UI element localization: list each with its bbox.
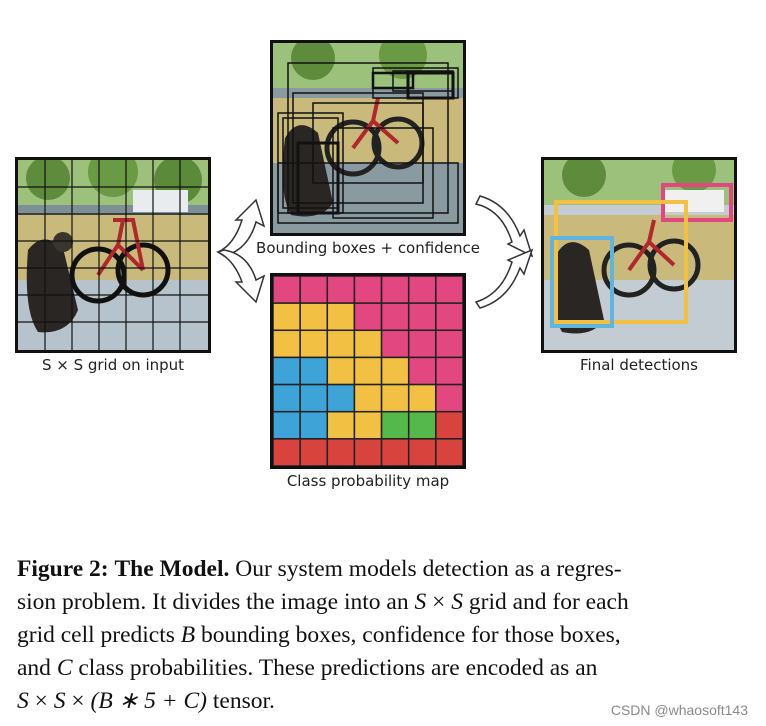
class-map-cell <box>435 383 463 413</box>
final-photo <box>544 160 734 350</box>
figure-caption: Figure 2: The Model. Our system models d… <box>17 553 739 718</box>
class-map-cell <box>299 276 329 304</box>
class-map-cell <box>353 276 383 304</box>
math-s-2: S <box>451 589 463 615</box>
caption-text-4b: class probabilities. These predictions a… <box>72 655 598 681</box>
class-map-cell <box>380 410 410 440</box>
class-map-cell <box>380 438 410 466</box>
input-grid-image <box>15 157 211 353</box>
class-map-cell <box>435 302 463 332</box>
boxes-label: Bounding boxes + confidence <box>256 239 480 257</box>
class-map-cell <box>353 438 383 466</box>
class-map-cell <box>299 438 329 466</box>
class-map-cell <box>353 383 383 413</box>
class-map-cell <box>326 276 356 304</box>
caption-text-2b: grid and for each <box>463 589 629 615</box>
class-map-cell <box>380 383 410 413</box>
class-map-cell <box>407 356 437 386</box>
class-map-cell <box>273 329 301 359</box>
class-map-cell <box>326 438 356 466</box>
class-map-cell <box>326 383 356 413</box>
class-map-cell <box>407 410 437 440</box>
class-probability-map <box>270 273 466 469</box>
input-label: S × S grid on input <box>41 356 185 374</box>
class-map-grid <box>273 276 463 466</box>
caption-text-4a: and <box>17 655 57 681</box>
class-map-cell <box>299 356 329 386</box>
class-map-cell <box>435 438 463 466</box>
caption-text-5b: tensor. <box>207 688 275 714</box>
class-map-cell <box>380 276 410 304</box>
input-grid-overlay <box>18 160 208 350</box>
class-map-cell <box>273 356 301 386</box>
class-map-cell <box>273 302 301 332</box>
math-s: S <box>414 589 427 615</box>
class-map-cell <box>380 356 410 386</box>
caption-figure-number: Figure 2: <box>17 556 109 582</box>
class-map-cell <box>435 329 463 359</box>
class-map-cell <box>326 302 356 332</box>
class-map-cell <box>353 356 383 386</box>
class-map-cell <box>407 383 437 413</box>
watermark: CSDN @whaosoft143 <box>610 702 748 718</box>
class-map-cell <box>380 329 410 359</box>
split-arrow-icon <box>216 198 266 304</box>
class-map-cell <box>407 329 437 359</box>
caption-text-2a: sion problem. It divides the image into … <box>17 589 415 615</box>
caption-line-1: Figure 2: The Model. Our system models d… <box>17 553 739 586</box>
caption-line-5: S × S × (B ∗ 5 + C) tensor. <box>17 685 739 718</box>
class-map-cell <box>407 302 437 332</box>
caption-line-3: grid cell predicts B bounding boxes, con… <box>17 619 739 652</box>
class-map-cell <box>353 329 383 359</box>
class-map-cell <box>407 438 437 466</box>
math-c: C <box>56 655 73 681</box>
class-map-cell <box>326 410 356 440</box>
class-map-cell <box>299 302 329 332</box>
caption-line-2: sion problem. It divides the image into … <box>17 586 739 619</box>
class-map-cell <box>435 276 463 304</box>
caption-text-1: Our system models detection as a regres- <box>229 556 622 582</box>
input-photo <box>18 160 208 350</box>
class-map-cell <box>273 276 301 304</box>
bounding-boxes-image <box>270 40 466 236</box>
class-map-cell <box>299 383 329 413</box>
class-map-cell <box>299 410 329 440</box>
class-map-cell <box>273 410 301 440</box>
math-s-3: S <box>17 688 29 714</box>
math-times: × <box>426 589 452 615</box>
math-b: B <box>180 622 196 648</box>
boxes-photo <box>273 43 463 233</box>
class-map-cell <box>299 329 329 359</box>
class-map-cell <box>326 356 356 386</box>
class-map-cell <box>380 302 410 332</box>
class-map-cell <box>273 438 301 466</box>
math-tensor: (B ∗ 5 + C) <box>90 688 208 714</box>
caption-title: The Model. <box>114 556 230 582</box>
final-label: Final detections <box>580 356 698 374</box>
final-detections-image <box>541 157 737 353</box>
classmap-label: Class probability map <box>286 472 450 490</box>
caption-text-3b: bounding boxes, confidence for those box… <box>195 622 621 648</box>
caption-line-4: and C class probabilities. These predict… <box>17 652 739 685</box>
class-map-cell <box>326 329 356 359</box>
math-times-2: × <box>28 688 54 714</box>
caption-text-3a: grid cell predicts <box>17 622 181 648</box>
class-map-cell <box>353 302 383 332</box>
class-map-cell <box>353 410 383 440</box>
math-times-3: × <box>65 688 91 714</box>
class-map-cell <box>273 383 301 413</box>
class-map-cell <box>435 410 463 440</box>
merge-arrow-icon <box>474 195 534 309</box>
class-map-cell <box>407 276 437 304</box>
math-s-4: S <box>53 688 66 714</box>
class-map-cell <box>435 356 463 386</box>
